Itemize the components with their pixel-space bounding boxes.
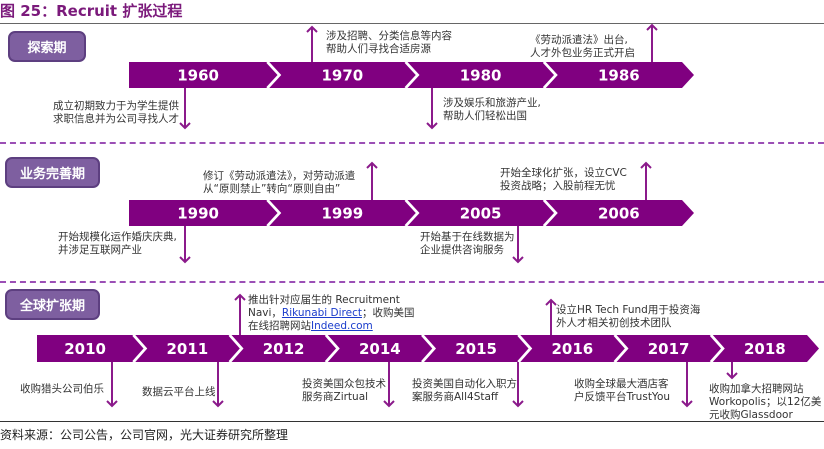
year-label-1999: 1999 xyxy=(322,205,364,223)
timeline-segment-2012 xyxy=(231,335,338,362)
arrow-down-icon xyxy=(681,362,693,408)
chevron-divider xyxy=(132,334,147,363)
timeline-segment-2006 xyxy=(545,200,694,226)
chevron-divider xyxy=(517,334,532,363)
note-1960: 成立初期致力于为学生提供 求职信息并为公司寻找人才 xyxy=(53,100,179,125)
year-label-2016: 2016 xyxy=(552,340,594,358)
note-2010: 收购猎头公司伯乐 xyxy=(20,383,104,395)
year-label-2006: 2006 xyxy=(598,205,640,223)
year-label-1980: 1980 xyxy=(460,67,502,85)
timeline-bar-3: 2010 2011 2012 2014 2015 2016 2017 2018 xyxy=(37,334,819,363)
timeline-segment-2005 xyxy=(407,200,556,226)
note-2012: 推出针对应届生的 Recruitment Navi，Rikunabi Direc… xyxy=(248,294,415,333)
year-label-2012: 2012 xyxy=(263,340,305,358)
note-2006: 开始全球化扩张，设立CVC 投资战略；入股前程无忧 xyxy=(500,167,627,192)
chevron-divider xyxy=(266,199,281,227)
divider xyxy=(0,421,824,422)
arrow-up-icon xyxy=(545,298,557,335)
note-text: 推出针对应届生的 Recruitment xyxy=(248,294,400,306)
chevron-divider xyxy=(542,199,558,227)
chevron-divider xyxy=(421,334,436,363)
chevron-divider xyxy=(542,61,558,89)
note-1990: 开始规模化运作婚庆庆典, 并涉足互联网产业 xyxy=(58,231,177,256)
arrow-down-icon xyxy=(426,88,438,130)
chevron-divider xyxy=(324,334,340,363)
chevron-divider xyxy=(266,61,281,89)
timeline-segment-1990 xyxy=(129,200,280,226)
timeline-segment-2014 xyxy=(327,335,434,362)
note-2015: 投资美国自动化入职方 案服务商All4Staff xyxy=(412,378,517,403)
year-label-2011: 2011 xyxy=(167,340,209,358)
arrow-down-icon xyxy=(106,362,118,408)
arrow-down-icon xyxy=(179,88,191,130)
chevron-divider xyxy=(709,334,725,363)
arrow-up-icon xyxy=(640,161,652,200)
year-label-1970: 1970 xyxy=(322,67,364,85)
timeline-segment-2011 xyxy=(135,335,242,362)
timeline-segment-2010 xyxy=(37,335,146,362)
year-label-2010: 2010 xyxy=(64,340,106,358)
year-label-2005: 2005 xyxy=(460,205,502,223)
phase-label-improvement: 业务完善期 xyxy=(5,157,100,188)
figure-title: 图 25：Recruit 扩张过程 xyxy=(0,2,183,20)
timeline-segment-2018 xyxy=(712,335,819,362)
timeline-segment-2015 xyxy=(424,335,531,362)
note-2011: 数据云平台上线 xyxy=(142,386,216,398)
arrow-down-icon xyxy=(726,362,738,380)
note-text: Navi， xyxy=(248,307,282,319)
year-label-2015: 2015 xyxy=(455,340,497,358)
note-text: ；收购美国 xyxy=(362,307,415,319)
timeline-segment-1960 xyxy=(129,62,280,88)
year-label-2017: 2017 xyxy=(648,340,690,358)
year-label-2018: 2018 xyxy=(744,340,786,358)
indeed-link[interactable]: Indeed.com xyxy=(311,320,373,332)
note-2014: 投资美国众包技术 服务商Zirtual xyxy=(302,378,386,403)
note-2017: 收购全球最大酒店客 户反馈平台TrustYou xyxy=(574,378,671,403)
note-2018: 收购加拿大招聘网站 Workopolis；以12亿美 元收购Glassdoor xyxy=(709,383,822,421)
timeline-bar-1: 1960 1970 1980 1986 xyxy=(129,61,694,89)
timeline-segment-2017 xyxy=(616,335,723,362)
phase-label-exploration: 探索期 xyxy=(8,31,86,62)
divider xyxy=(0,23,824,24)
note-2016: 设立HR Tech Fund用于投资海 外人才相关初创技术团队 xyxy=(556,304,701,329)
arrow-up-icon xyxy=(234,293,246,335)
timeline-segment-1980 xyxy=(407,62,556,88)
timeline-bar-2: 1990 1999 2005 2006 xyxy=(129,199,694,227)
note-1999: 修订《劳动派遣法》，对劳动派遣 从“原则禁止”转向“原则自由” xyxy=(203,170,356,195)
arrow-down-icon xyxy=(212,362,224,408)
year-label-1990: 1990 xyxy=(177,205,219,223)
phase-label-global: 全球扩张期 xyxy=(5,289,100,320)
arrow-up-icon xyxy=(306,25,318,62)
chevron-divider xyxy=(404,61,420,89)
phase-divider xyxy=(0,281,824,283)
arrow-up-icon xyxy=(366,161,378,200)
arrow-down-icon xyxy=(179,226,191,264)
note-1980: 涉及娱乐和旅游产业, 帮助人们轻松出国 xyxy=(443,97,541,122)
note-text: 在线招聘网站 xyxy=(248,320,311,332)
year-label-2014: 2014 xyxy=(359,340,401,358)
timeline-segment-1970 xyxy=(269,62,418,88)
source-note: 资料来源：公司公告，公司官网，光大证券研究所整理 xyxy=(0,428,289,442)
year-label-1986: 1986 xyxy=(598,67,640,85)
chevron-divider xyxy=(404,199,420,227)
chevron-divider xyxy=(613,334,629,363)
year-label-1960: 1960 xyxy=(177,67,219,85)
timeline-segment-2016 xyxy=(520,335,627,362)
rikunabi-direct-link[interactable]: Rikunabi Direct xyxy=(281,307,362,319)
timeline-segment-1999 xyxy=(269,200,418,226)
chevron-divider xyxy=(228,334,244,363)
note-2005: 开始基于在线数据为 企业提供咨询服务 xyxy=(420,231,515,256)
arrow-up-icon xyxy=(646,23,658,62)
note-1970: 涉及招聘、分类信息等内容 帮助人们寻找合适房源 xyxy=(326,30,452,55)
timeline-segment-1986 xyxy=(545,62,694,88)
phase-divider xyxy=(0,142,824,144)
note-1986: 《劳动派遣法》出台, 人才外包业务正式开启 xyxy=(530,34,635,59)
